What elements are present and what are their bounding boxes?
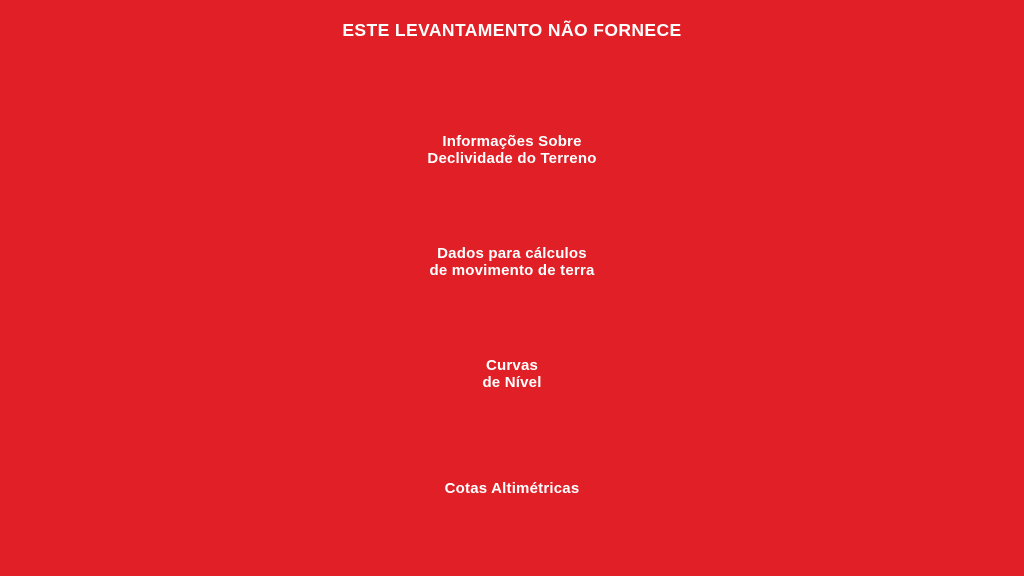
slide-item-curvas-nivel: Curvas de Nível	[482, 357, 542, 391]
slide-item-cotas-altimetricas: Cotas Altimétricas	[444, 480, 580, 497]
slide-item-declividade: Informações Sobre Declividade do Terreno	[427, 133, 597, 167]
slide-title: ESTE LEVANTAMENTO NÃO FORNECE	[342, 20, 682, 40]
slide-item-movimento-terra: Dados para cálculos de movimento de terr…	[429, 245, 595, 279]
